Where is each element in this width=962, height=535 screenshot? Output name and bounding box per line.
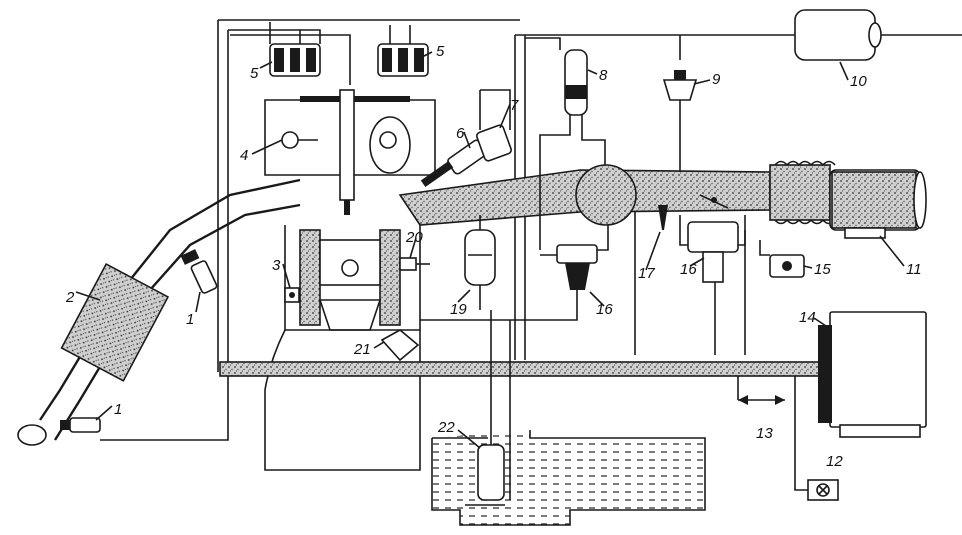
label-ecu: 14: [799, 309, 816, 326]
label-idle-air-valve: 16: [596, 301, 613, 318]
label-vacuum-valve: 9: [712, 71, 721, 88]
charcoal-canister: [794, 9, 882, 61]
label-oxygen-sensor-upper: 1: [186, 311, 194, 328]
throttle-body: [679, 194, 746, 283]
knock-sensor: [284, 287, 300, 303]
label-fuel-pressure-regulator: 8: [599, 67, 608, 84]
vacuum-valve: [662, 35, 698, 172]
label-throttle-position-sensor: 15: [814, 261, 831, 278]
label-sensor-20: 20: [405, 229, 423, 246]
label-fuel-pressure-connector: 7: [510, 97, 519, 114]
air-flow-meter: [829, 169, 927, 239]
oxygen-sensor-upper: [180, 249, 218, 294]
cam-sensor: [281, 131, 318, 149]
label-cam-sensor: 4: [240, 147, 248, 164]
label-air-flow-meter: 11: [906, 261, 922, 278]
label-throttle-body: 16: [680, 261, 697, 278]
label-exhaust-pipe: 2: [65, 289, 75, 306]
exhaust-pipe: [17, 178, 301, 446]
label-ignition-coil-left: 5: [250, 65, 259, 82]
ignition-coil-right: [377, 43, 429, 77]
throttle-position-sensor: [759, 240, 805, 278]
label-fuel-injector: 6: [456, 125, 465, 142]
label-fuel-pump: 22: [437, 419, 455, 436]
diagnostic-connector: [794, 376, 839, 501]
fuel-pump: [465, 310, 511, 506]
crankshaft-sensor: [380, 329, 420, 362]
label-fuel-filter: 19: [450, 301, 467, 318]
coolant-temp-sensor: [658, 205, 668, 230]
idle-air-valve: [420, 225, 609, 321]
fuel-pressure-regulator: [539, 49, 606, 250]
fuel-tank: [431, 430, 706, 526]
data-link-arrow: [737, 376, 785, 405]
label-charcoal-canister: 10: [850, 73, 867, 90]
label-diagnostic-connector: 12: [826, 453, 843, 470]
fuel-pressure-connector: [476, 89, 512, 162]
fuel-injector: [420, 139, 487, 188]
label-crankshaft-sensor: 21: [353, 341, 371, 358]
label-oxygen-sensor-lower: 1: [114, 401, 122, 418]
ecu-unit: [818, 311, 927, 438]
label-ignition-coil-right: 5: [436, 43, 445, 60]
label-data-link: 13: [756, 425, 773, 442]
oxygen-sensor-lower: [60, 417, 101, 433]
intake-hose: [769, 160, 836, 225]
label-coolant-temp-sensor: 17: [638, 265, 655, 282]
coolant-sensor-20: [399, 257, 430, 271]
fuel-filter: [464, 215, 496, 310]
leader-lines: [75, 51, 905, 449]
label-knock-sensor: 3: [272, 257, 281, 274]
ground-bus: [219, 361, 833, 377]
ignition-coil-left: [269, 43, 321, 77]
